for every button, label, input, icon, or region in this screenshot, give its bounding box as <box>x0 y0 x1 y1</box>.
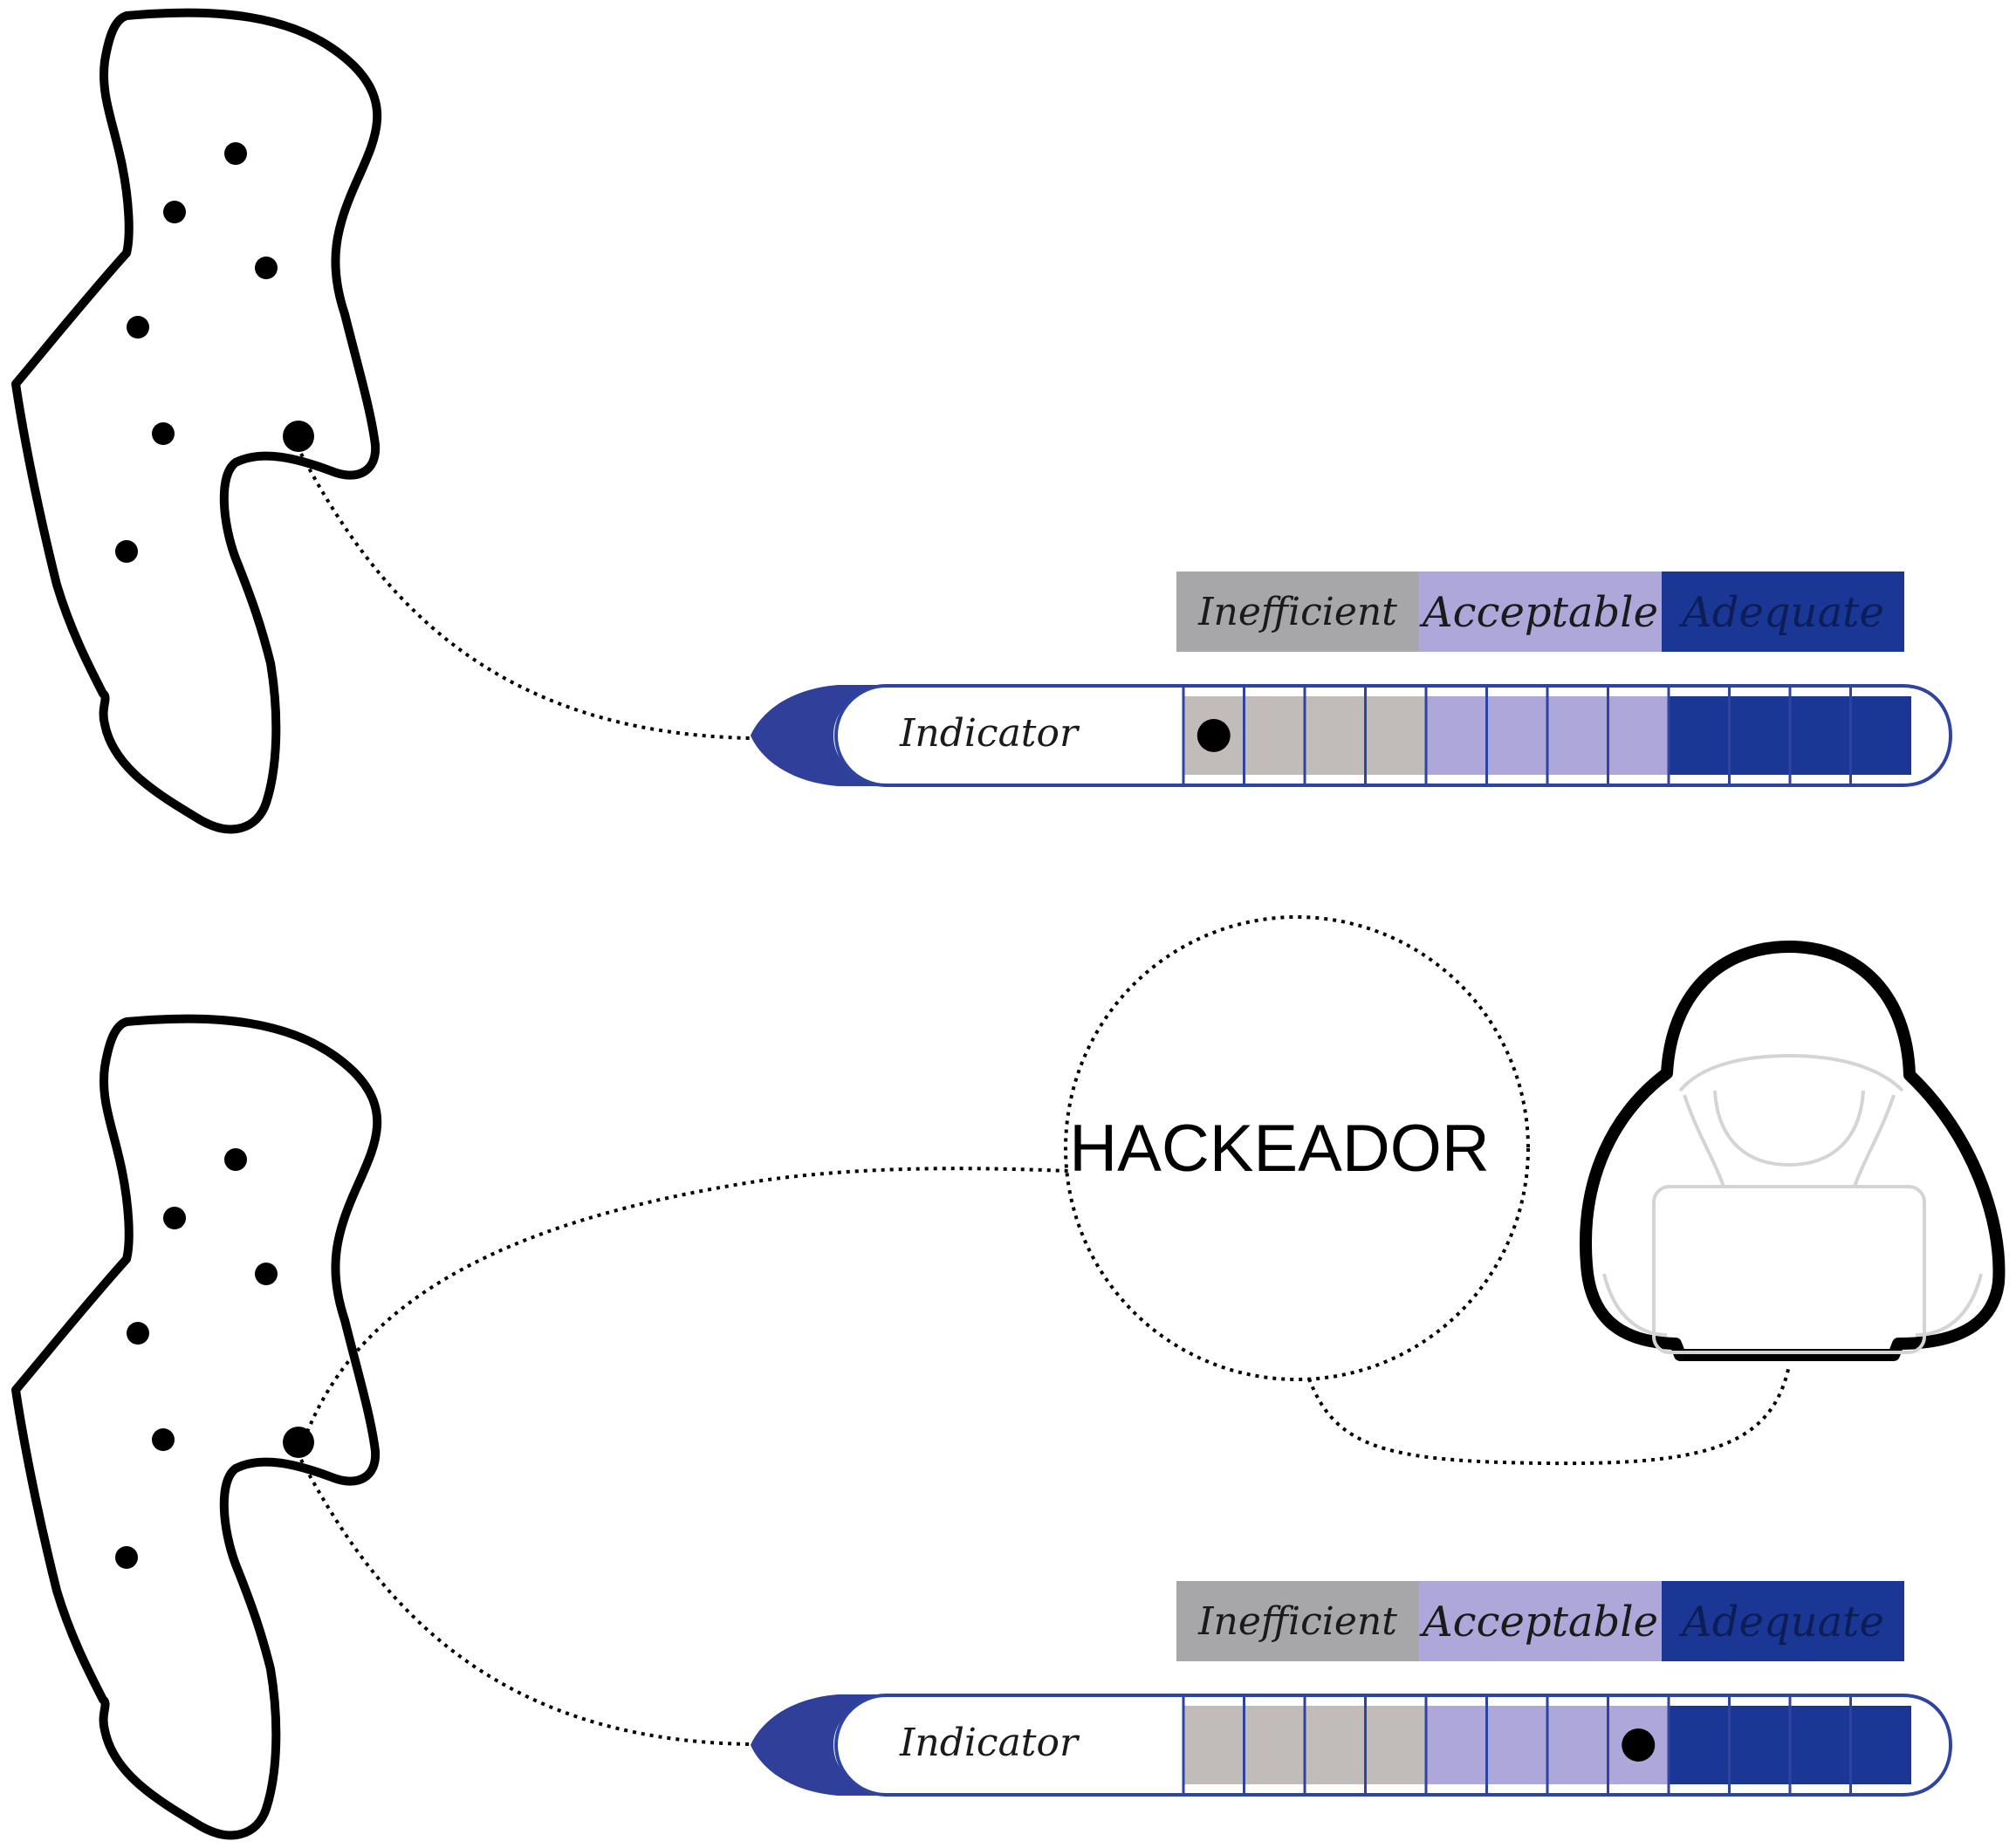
sensor-dot <box>127 1322 149 1345</box>
gauge-cell <box>1790 1706 1851 1784</box>
gauge-cell <box>1426 1706 1487 1784</box>
hacker-bubble-label: HACKEADOR <box>1069 1112 1489 1186</box>
gauge-cell <box>1486 696 1547 775</box>
connector-line-hacker <box>1307 1365 1791 1466</box>
gauge-cell <box>1365 696 1426 775</box>
gauge-marker <box>1622 1728 1656 1762</box>
indicator-gauge-bottom: Indicator <box>751 1694 1953 1797</box>
arm-lines <box>1602 1273 1983 1337</box>
legend-inefficient-box <box>1176 1581 1419 1661</box>
gauge-cell <box>1486 1706 1547 1784</box>
gauge-cell <box>1729 696 1790 775</box>
sensor-dot <box>115 1546 138 1569</box>
sensor-dot <box>152 1428 175 1451</box>
gauge-cell <box>1669 1706 1730 1784</box>
legend-acceptable-box <box>1419 572 1662 652</box>
legend-top: Inefficient Acceptable Adequate <box>1176 572 1904 652</box>
laptop-icon <box>1652 1185 1926 1354</box>
hacker-bubble-outline <box>1064 915 1530 1381</box>
sensor-dot <box>224 142 247 165</box>
legend-adequate-label: Adequate <box>1678 588 1884 637</box>
gauge-cell <box>1790 696 1851 775</box>
legend-adequate-label: Adequate <box>1678 1598 1884 1646</box>
gauge-cell <box>1365 1706 1426 1784</box>
legend-bottom: Inefficient Acceptable Adequate <box>1176 1581 1904 1661</box>
legend-inefficient-box <box>1176 572 1419 652</box>
gauge-marker <box>1197 719 1231 752</box>
gauge-cell <box>1547 696 1608 775</box>
face-outline <box>1713 1090 1865 1167</box>
panel-bottom: HACKEADOR Inefficient Acceptable Adequat… <box>16 915 2006 1836</box>
indicator-label: Indicator <box>899 711 1080 756</box>
territory-map-bottom <box>16 1019 377 1836</box>
legend-adequate-box <box>1662 572 1904 652</box>
gauge-cell <box>1608 696 1669 775</box>
connector-line-to-hacker-bubble <box>299 1167 1070 1449</box>
legend-acceptable-label: Acceptable <box>1419 588 1658 637</box>
indicator-label: Indicator <box>899 1721 1080 1765</box>
gauge-cell <box>1669 696 1730 775</box>
sensor-dot <box>152 422 175 445</box>
panel-top: Inefficient Acceptable Adequate Indicato… <box>16 13 1953 830</box>
sensor-dot <box>255 1263 278 1285</box>
sensor-dot <box>115 540 138 563</box>
sensor-dot <box>224 1148 247 1171</box>
legend-inefficient-label: Inefficient <box>1197 590 1397 634</box>
gauge-cell <box>1729 1706 1790 1784</box>
legend-inefficient-label: Inefficient <box>1197 1599 1397 1644</box>
legend-acceptable-box <box>1419 1581 1662 1661</box>
territory-map-top <box>16 13 377 830</box>
shoulder-lines <box>1683 1094 1896 1188</box>
gauge-cell <box>1547 1706 1608 1784</box>
gauge-cells <box>1182 1695 1911 1795</box>
connector-line-to-gauge <box>299 1459 751 1746</box>
gauge-cap <box>751 1694 881 1796</box>
territory-dots <box>115 142 314 563</box>
hooded-hacker-laptop-icon <box>1580 941 2006 1361</box>
gauge-cell <box>1850 1706 1911 1784</box>
gauge-cell <box>1244 696 1305 775</box>
gauge-cell <box>1305 696 1366 775</box>
hacker-bubble: HACKEADOR <box>1064 915 1530 1381</box>
gauge-cell <box>1305 1706 1366 1784</box>
territory-dots <box>115 1148 314 1569</box>
gauge-cell <box>1850 696 1911 775</box>
legend-acceptable-label: Acceptable <box>1419 1598 1658 1646</box>
legend-adequate-box <box>1662 1581 1904 1661</box>
gauge-cells <box>1182 686 1911 785</box>
indicator-gauge-top: Indicator <box>751 684 1953 787</box>
sensor-dot-selected <box>283 421 314 452</box>
hood-inner <box>1678 1053 1904 1092</box>
sensor-dot <box>163 201 186 223</box>
gauge-cell <box>1183 1706 1245 1784</box>
gauge-cell <box>1244 1706 1305 1784</box>
gauge-cell <box>1426 696 1487 775</box>
connector-line <box>299 453 751 740</box>
sensor-dot <box>163 1207 186 1229</box>
region-outline <box>16 1019 377 1836</box>
sensor-dot <box>127 316 149 339</box>
sensor-dot <box>255 257 278 279</box>
sensor-dot-selected <box>283 1427 314 1458</box>
hacker-silhouette <box>1580 941 2006 1361</box>
gauge-cap <box>751 685 881 786</box>
region-outline <box>16 13 377 830</box>
